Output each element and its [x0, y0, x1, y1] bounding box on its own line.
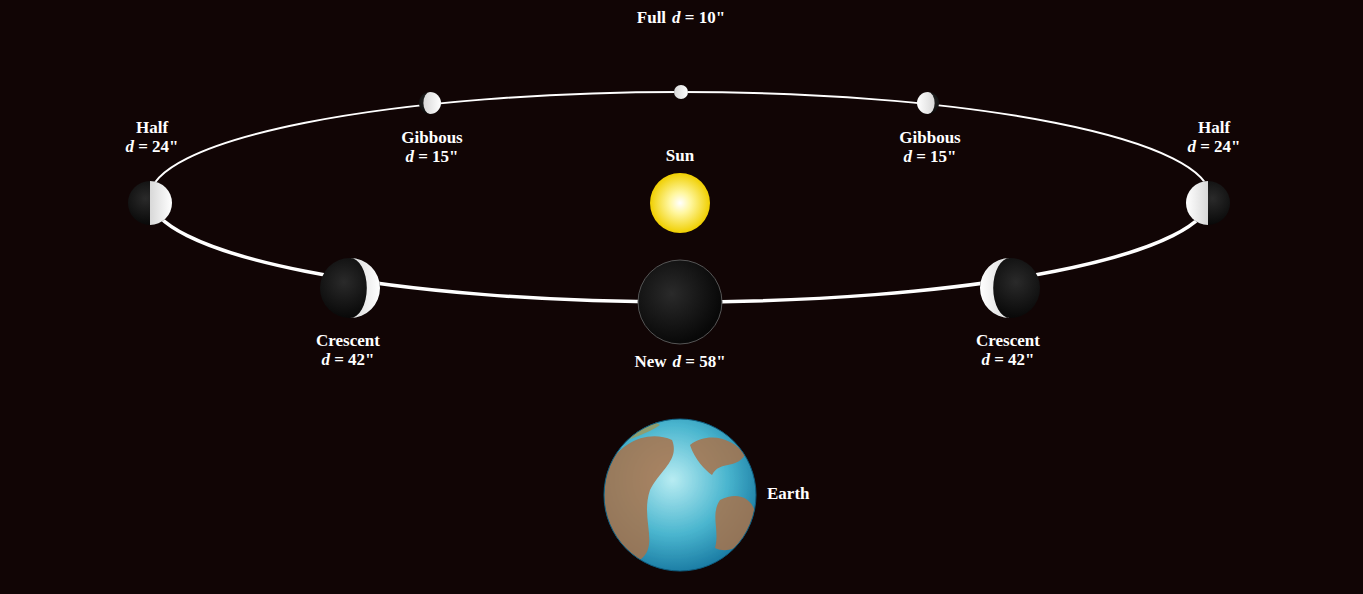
phase-label: Gibbousd = 15" — [899, 128, 960, 166]
angular-diameter: d = 24" — [1187, 137, 1240, 156]
venus-disc — [320, 258, 380, 318]
phase-label: Crescentd = 42" — [316, 331, 380, 369]
phase-name: Crescent — [316, 331, 380, 350]
sun-label: Sun — [666, 146, 694, 165]
venus-phases — [128, 85, 1230, 344]
angular-diameter: d = 10" — [672, 8, 725, 27]
phase-label: Gibbousd = 15" — [401, 128, 462, 166]
phase-label: Full d = 10" — [634, 8, 728, 27]
phase-name: Gibbous — [899, 128, 960, 147]
venus-disc — [917, 92, 939, 114]
venus-disc — [1186, 181, 1230, 225]
angular-diameter: d = 42" — [316, 350, 380, 369]
phase-label: Halfd = 24" — [1187, 118, 1240, 156]
venus-disc — [980, 258, 1040, 318]
venus-disc — [419, 92, 441, 114]
phase-name: Half — [125, 118, 178, 137]
phase-label: Crescentd = 42" — [976, 331, 1040, 369]
phase-name: Sun — [666, 146, 694, 165]
phase-name: Crescent — [976, 331, 1040, 350]
phase-name: Half — [1187, 118, 1240, 137]
angular-diameter: d = 58" — [672, 352, 725, 371]
phase-name: Gibbous — [401, 128, 462, 147]
venus-disc — [674, 85, 688, 99]
earth-label: Earth — [767, 484, 810, 503]
angular-diameter: d = 24" — [125, 137, 178, 156]
phase-name: New — [634, 352, 666, 371]
venus-disc — [638, 260, 722, 344]
phase-label: New d = 58" — [631, 352, 728, 371]
sun-disc — [650, 173, 710, 233]
venus-disc — [128, 181, 172, 225]
angular-diameter: d = 15" — [899, 147, 960, 166]
angular-diameter: d = 42" — [976, 350, 1040, 369]
phase-name: Full — [637, 8, 666, 27]
phase-name: Earth — [767, 484, 810, 503]
earth-globe — [604, 419, 756, 571]
angular-diameter: d = 15" — [401, 147, 462, 166]
phase-label: Halfd = 24" — [125, 118, 178, 156]
